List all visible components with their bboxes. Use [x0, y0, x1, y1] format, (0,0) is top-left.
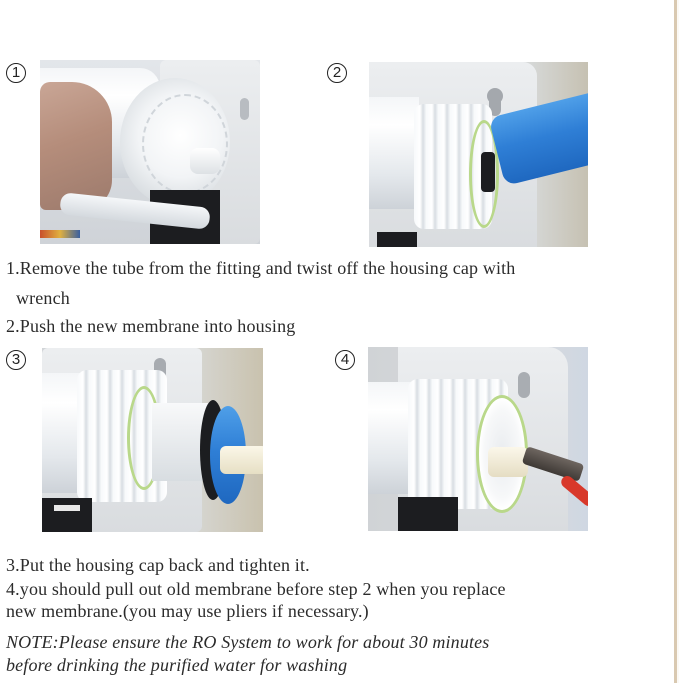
instruction-step-4: 4.you should pull out old membrane befor… — [6, 579, 506, 599]
instruction-step-2: 2.Push the new membrane into housing — [6, 316, 296, 336]
membrane-core-tube — [488, 447, 528, 477]
step-3-number-icon: 3 — [6, 350, 26, 370]
housing-body — [369, 97, 419, 209]
keyhole-icon — [240, 98, 249, 120]
hand — [40, 82, 112, 210]
pump-unit — [377, 232, 417, 247]
pump-unit — [42, 498, 92, 532]
step-1-number-icon: 1 — [6, 63, 26, 83]
cap-grip-ridges — [142, 94, 228, 194]
o-ring-seal — [469, 120, 499, 228]
page-edge-divider — [674, 0, 677, 683]
membrane-core-tube — [220, 446, 263, 474]
note-line-1: NOTE:Please ensure the RO System to work… — [6, 632, 490, 652]
housing-body — [42, 373, 82, 493]
label — [54, 505, 80, 511]
page-edge — [677, 0, 679, 683]
keyhole-icon — [518, 372, 530, 398]
elbow-fitting — [190, 148, 220, 174]
step-3-photo — [42, 348, 263, 532]
step-2-number-icon: 2 — [327, 63, 347, 83]
wires — [40, 230, 80, 238]
instruction-step-4-continued: new membrane.(you may use pliers if nece… — [6, 601, 369, 621]
housing-interior — [481, 152, 495, 192]
step-1-photo — [40, 60, 260, 244]
step-4-photo — [368, 347, 588, 531]
instruction-step-3: 3.Put the housing cap back and tighten i… — [6, 555, 310, 575]
step-4-number-icon: 4 — [335, 350, 355, 370]
instruction-step-1-continued: wrench — [16, 288, 70, 308]
instruction-step-1: 1.Remove the tube from the fitting and t… — [6, 258, 516, 278]
note-line-2: before drinking the purified water for w… — [6, 655, 348, 675]
step-2-photo — [369, 62, 588, 247]
keyhole-top — [487, 88, 503, 104]
pump-unit — [398, 497, 458, 531]
